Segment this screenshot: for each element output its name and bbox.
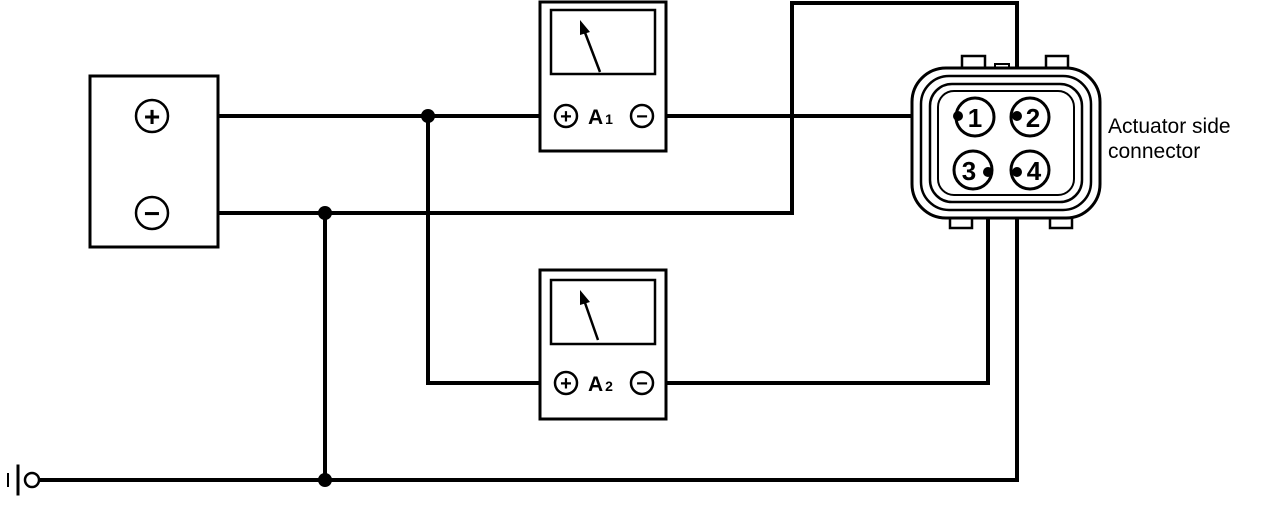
ammeter-a2-positive-symbol: + xyxy=(560,373,572,395)
ammeter-a2-negative-symbol: − xyxy=(636,373,648,395)
needle-icon xyxy=(580,290,600,341)
ammeter-a2-positive-terminal-icon xyxy=(553,370,579,396)
connector-caption-line-1: Actuator side xyxy=(1108,115,1231,138)
wire-battery-negative-to-pin-2 xyxy=(168,1,1019,215)
junction-dot-negative xyxy=(318,206,332,220)
junction-dot-positive xyxy=(421,109,435,123)
ammeter-a2-dial xyxy=(549,278,657,346)
junction-dot-ground xyxy=(318,473,332,487)
connector-pin-4-label: 4 xyxy=(1027,156,1042,186)
ground-icon xyxy=(7,464,41,496)
connector-pin-4-icon xyxy=(1009,149,1051,191)
connector-caption-line-2: connector xyxy=(1108,140,1201,163)
ammeter-a1-positive-symbol: + xyxy=(560,106,572,128)
probe-dot-pin-4 xyxy=(1012,167,1022,177)
wire-a2-to-pin-3 xyxy=(658,170,990,385)
battery-positive-terminal-icon xyxy=(134,98,170,134)
connector-pin-2-label: 2 xyxy=(1026,103,1040,133)
battery-negative-symbol: − xyxy=(144,198,160,229)
probe-dot-pin-2 xyxy=(1012,111,1022,121)
ammeter-a1-negative-symbol: − xyxy=(636,106,648,128)
connector-pin-2-icon xyxy=(1009,96,1051,138)
connector-pin-3-label: 3 xyxy=(962,156,976,186)
wire-junction-to-a2 xyxy=(426,114,553,385)
probe-dot-pin-1 xyxy=(953,111,963,121)
needle-icon xyxy=(580,20,602,73)
actuator-connector: 1 2 3 4 xyxy=(910,54,1102,230)
ammeter-a1-dial xyxy=(549,8,657,76)
connector-caption: Actuator side connector xyxy=(1108,114,1231,164)
battery-negative-terminal-icon xyxy=(134,195,170,231)
battery-positive-symbol: + xyxy=(144,101,160,132)
ammeter-a1-positive-terminal-icon xyxy=(553,103,579,129)
ammeter-a2-negative-terminal-icon xyxy=(629,370,655,396)
probe-dot-pin-3 xyxy=(983,167,993,177)
battery: + − xyxy=(88,74,220,249)
connector-pin-1-label: 1 xyxy=(968,103,982,133)
ammeter-a1-negative-terminal-icon xyxy=(629,103,655,129)
